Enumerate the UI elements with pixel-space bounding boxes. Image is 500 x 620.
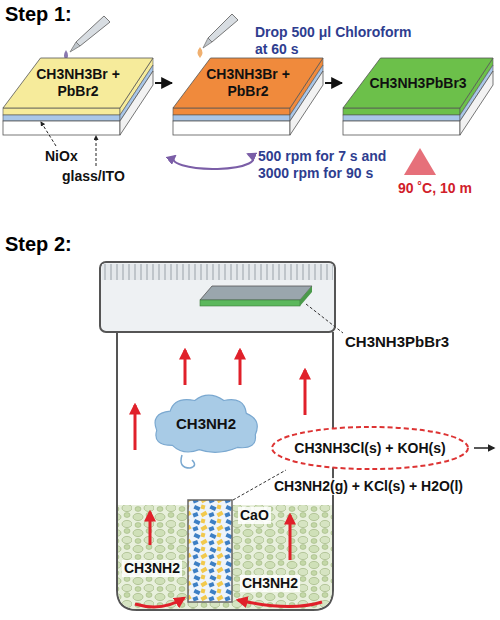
gas-label: CH3NH2 bbox=[122, 560, 182, 577]
node-text: CH3NH3PbBr3 bbox=[369, 75, 466, 92]
process-arrow bbox=[155, 82, 172, 84]
vapour-cloud: CH3NH2 bbox=[150, 392, 262, 456]
film-top: CH3NH3Br + PbBr2 bbox=[3, 58, 153, 108]
leader-line bbox=[41, 122, 56, 146]
text-stack: CH3NH3Br + PbBr2 bbox=[28, 66, 128, 100]
process-arrow bbox=[325, 82, 342, 84]
film-top: CH3NH3PbBr3 bbox=[343, 58, 493, 108]
step-heading: Step 2: bbox=[5, 232, 72, 256]
text-stack: CH3NH3Cl(s) + KOH(s) bbox=[294, 440, 445, 457]
jar-cap bbox=[100, 262, 335, 332]
node-text: CH3NH2 bbox=[176, 415, 236, 433]
rotation-arrow bbox=[173, 154, 253, 169]
heat-symbol bbox=[404, 148, 436, 175]
anneal-note: 90 ˚C, 10 m bbox=[398, 180, 472, 197]
film-top: CH3NH3Br + PbBr2 bbox=[173, 58, 323, 108]
reaction-arrow bbox=[474, 447, 494, 449]
cloud-tail bbox=[181, 455, 195, 468]
node-text: CH3NH3Br + PbBr2 bbox=[28, 66, 128, 100]
film-label: CH3NH3PbBr3 bbox=[345, 333, 449, 351]
reaction-products: CH3NH2(g) + KCl(s) + H2O(l) bbox=[272, 478, 465, 495]
perovskite-film bbox=[200, 286, 312, 306]
text-stack: CH3NH3Br + PbBr2 bbox=[198, 66, 298, 100]
substrate-stack bbox=[173, 58, 323, 135]
reaction-ellipse: CH3NH3Cl(s) + KOH(s) bbox=[270, 425, 470, 471]
pipette bbox=[198, 14, 239, 58]
layer-name: glass/ITO bbox=[62, 168, 125, 185]
gas-label: CH3NH2 bbox=[240, 575, 300, 592]
substrate-stack bbox=[343, 58, 493, 135]
layer-name: NiOx bbox=[45, 148, 78, 165]
process-note: 500 rpm for 7 s and 3000 rpm for 90 s bbox=[258, 148, 400, 182]
beaker bbox=[188, 500, 232, 602]
leader-line bbox=[306, 304, 343, 333]
node-text: CH3NH3Cl(s) + KOH(s) bbox=[294, 440, 445, 457]
material-label: CaO bbox=[238, 507, 271, 524]
jar bbox=[117, 332, 333, 610]
text-stack: CH3NH3PbBr3 bbox=[369, 75, 466, 92]
cap-ridges bbox=[102, 264, 333, 280]
text-stack: CH3NH2 bbox=[176, 415, 236, 433]
process-note: Drop 500 μl Chloroform at 60 s bbox=[255, 24, 425, 58]
leader-line bbox=[96, 136, 97, 166]
node-text: CH3NH3Br + PbBr2 bbox=[198, 66, 298, 100]
substrate-stack bbox=[3, 58, 153, 135]
step-heading: Step 1: bbox=[5, 2, 72, 26]
